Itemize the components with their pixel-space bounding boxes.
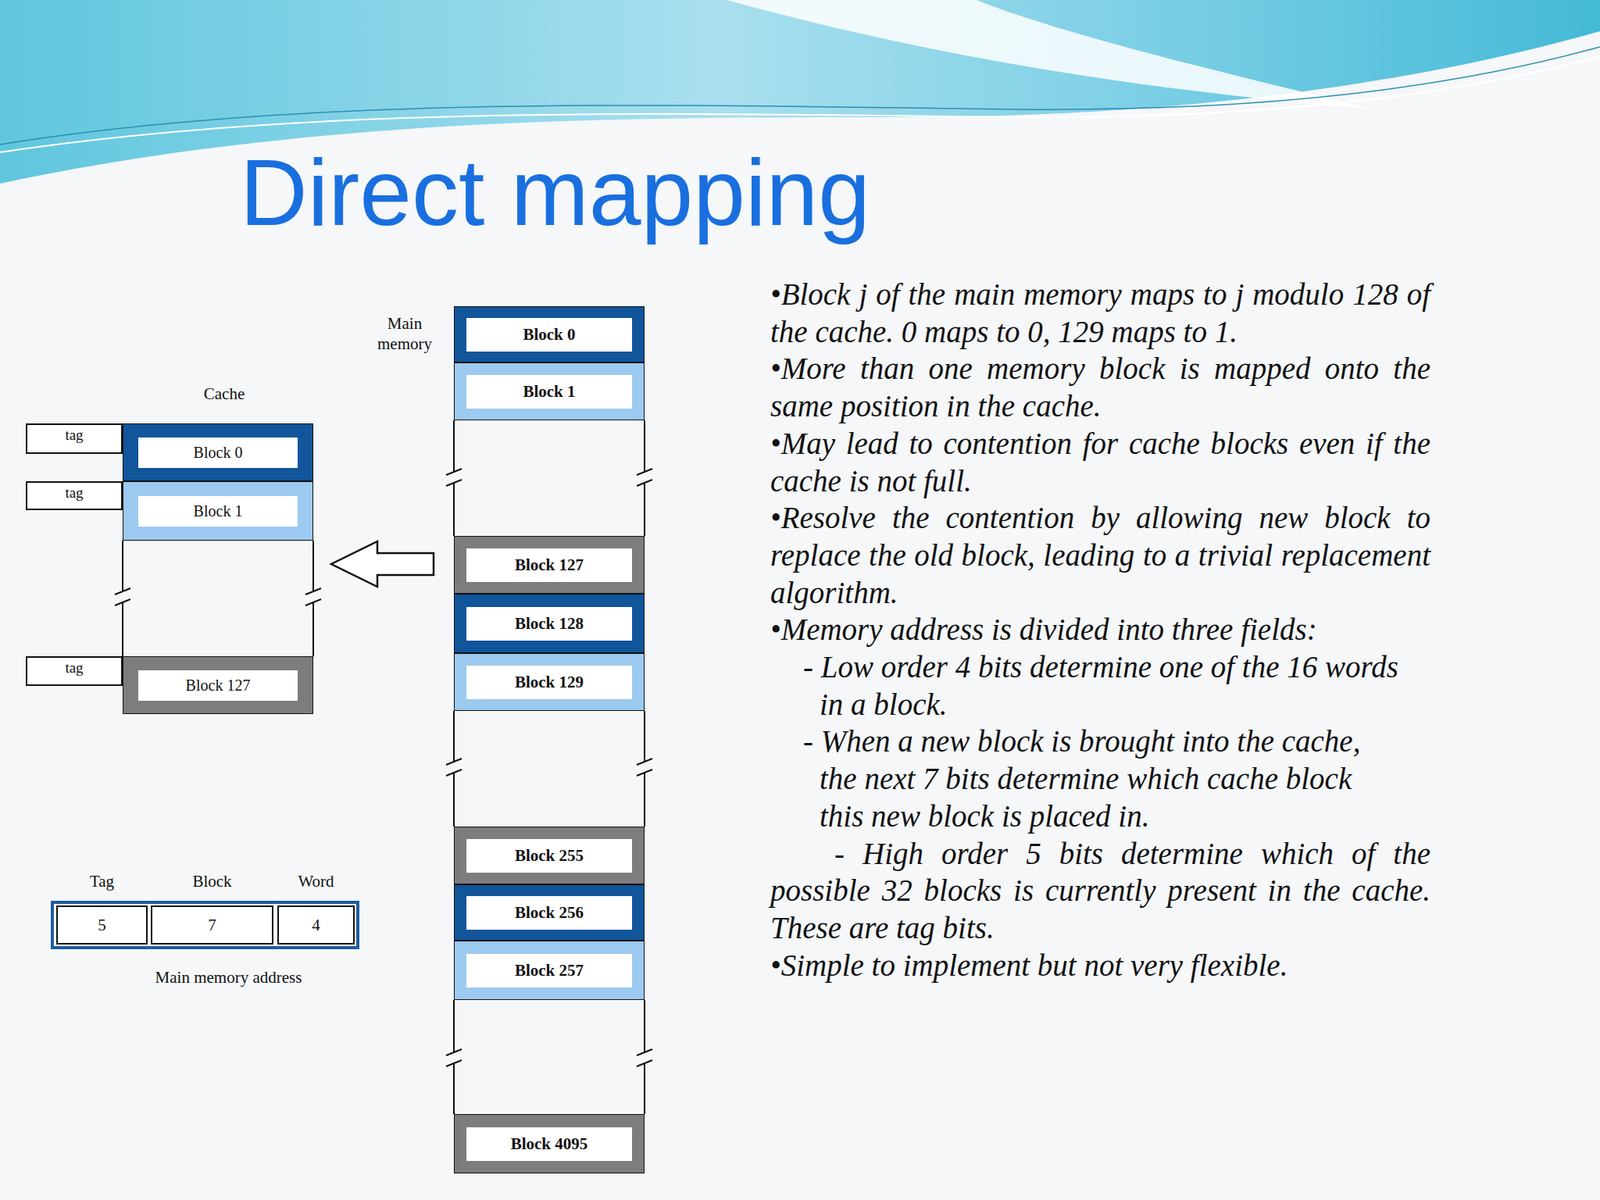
memory-block: Block 256 — [453, 884, 645, 941]
block-label: Block 255 — [466, 839, 633, 873]
bullet-text: •May lead to contention for cache blocks… — [770, 425, 1431, 500]
header-line — [0, 56, 1600, 153]
block-label: Block 0 — [466, 317, 633, 352]
column-heading: Cache — [122, 384, 314, 404]
tag-box: tag — [25, 423, 123, 454]
field-width: 5 — [97, 915, 107, 936]
bullet-text: - Low order 4 bits determine one of the … — [819, 648, 1431, 723]
tag-box: tag — [25, 656, 123, 686]
field-width: 7 — [207, 915, 217, 936]
memory-block: Block 4095 — [453, 1114, 645, 1174]
bullet-text: •Simple to implement but not very flexib… — [770, 946, 1431, 985]
memory-block: Block 0 — [453, 306, 645, 363]
bullet-text: •Memory address is divided into three fi… — [770, 610, 1431, 649]
break-mark — [636, 420, 653, 536]
tag-label: tag — [64, 426, 83, 444]
block-label: Block 128 — [466, 607, 633, 641]
block-label: Block 1 — [138, 496, 298, 527]
cache-block: Block 1 — [122, 481, 314, 541]
bullet-text: •More than one memory block is mapped on… — [770, 350, 1431, 425]
memory-block: Block 1 — [453, 362, 645, 421]
cache-block: Block 127 — [122, 656, 314, 715]
break-mark — [114, 540, 131, 657]
break-mark — [446, 1000, 462, 1115]
address-field: Block7 — [150, 905, 274, 945]
address-caption: Main memory address — [77, 967, 380, 988]
header-line — [0, 46, 1600, 145]
block-label: Block 0 — [138, 437, 298, 468]
bullet-text: - When a new block is brought into the c… — [819, 722, 1431, 835]
bullet-text: •Resolve the contention by allowing new … — [770, 499, 1431, 611]
block-label: Block 1 — [466, 375, 633, 409]
memory-column: Main memoryBlock 0Block 1Block 127Block … — [453, 306, 645, 1174]
bullet-text: - High order 5 bits determine which of t… — [770, 835, 1431, 947]
memory-block: Block 255 — [453, 826, 645, 885]
title: Direct mapping — [239, 145, 871, 240]
field-name: Tag — [57, 871, 147, 892]
address-box: Main memory addressTag5Block7Word4 — [50, 900, 360, 950]
memory-block: Block 127 — [453, 535, 645, 594]
memory-block: Block 257 — [453, 940, 645, 1000]
bullet-text: •Block j of the main memory maps to j mo… — [770, 275, 1431, 350]
break-mark — [636, 710, 653, 827]
break-mark — [446, 710, 462, 827]
break-mark — [446, 420, 462, 536]
column-heading: Main memory — [373, 313, 436, 354]
block-label: Block 129 — [466, 665, 633, 700]
address-field: Word4 — [277, 905, 355, 945]
tag-label: tag — [64, 484, 83, 502]
block-label: Block 127 — [138, 670, 298, 701]
cache-block: Block 0 — [122, 423, 314, 482]
block-label: Block 256 — [466, 896, 633, 930]
break-mark — [305, 540, 322, 657]
block-label: Block 4095 — [466, 1127, 633, 1161]
field-width: 4 — [311, 915, 321, 936]
header-swoosh — [726, 0, 1375, 110]
tag-label: tag — [64, 659, 83, 677]
tag-box: tag — [25, 481, 123, 511]
block-label: Block 257 — [466, 953, 633, 988]
cache-column: CacheBlock 0Block 1Block 127 — [122, 423, 314, 715]
break-mark — [636, 1000, 653, 1115]
address-field: Tag5 — [56, 905, 148, 945]
memory-block: Block 128 — [453, 593, 645, 654]
block-label: Block 127 — [466, 548, 633, 583]
field-name: Block — [152, 871, 272, 892]
memory-block: Block 129 — [453, 653, 645, 711]
hollow-arrow — [331, 541, 434, 587]
field-name: Word — [278, 871, 354, 892]
